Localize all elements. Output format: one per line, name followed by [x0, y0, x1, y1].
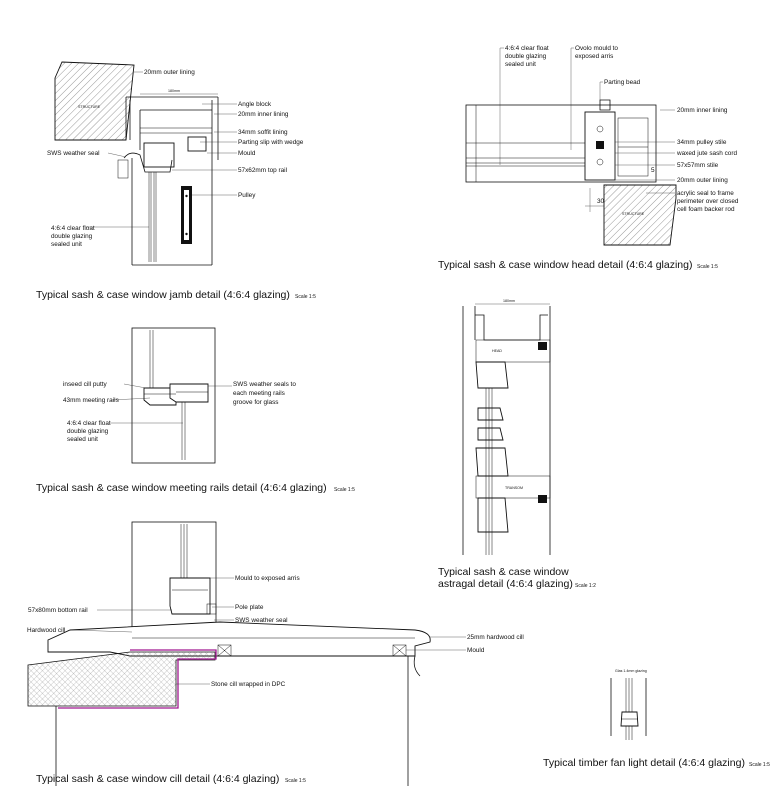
jamb-glass	[148, 172, 157, 262]
jamb-label-glazing-2: double glazing	[51, 233, 93, 240]
astragal-caption-1: Typical sash & case window	[438, 566, 569, 578]
head-label-inner-lining: 20mm inner lining	[677, 107, 728, 114]
jamb-leaders	[86, 71, 237, 228]
jamb-dim-top: 180mm	[168, 89, 180, 93]
head-label-acrylic-3: cell foam backer rod	[677, 206, 735, 213]
meeting-label-seals-3: groove for glass	[233, 399, 278, 406]
jamb-label-glazing-1: 4:6:4 clear float	[51, 225, 95, 232]
cill-label-25mm-cill: 25mm hardwood cill	[467, 634, 524, 641]
fanlight-detail: Glas 1.4mm glazing Typical timber fan li…	[543, 669, 770, 769]
fanlight-scale: Scale 1:5	[749, 762, 770, 768]
head-label-acrylic-1: acrylic seal to frame	[677, 190, 734, 197]
jamb-label-weather-seal: SWS weather seal	[47, 150, 100, 157]
stone-cill	[27, 651, 216, 707]
pulley-icon	[181, 186, 192, 244]
cill-label-mould: Mould	[467, 647, 485, 654]
head-label-glazing-3: sealed unit	[505, 61, 536, 68]
meeting-label-seals-2: each meeting rails	[233, 390, 285, 397]
jamb-label-top-rail: 57x62mm top rail	[238, 167, 287, 174]
jamb-scale: Scale 1:5	[295, 294, 316, 300]
cill-label-stone-cill: Stone cill wrapped in DPC	[211, 681, 286, 688]
astragal-dim-top: 180mm	[503, 299, 515, 303]
fanlight-caption: Typical timber fan light detail (4:6:4 g…	[543, 757, 745, 769]
cill-caption: Typical sash & case window cill detail (…	[36, 773, 279, 785]
jamb-structure-wall	[54, 61, 135, 141]
meeting-label-glazing-1: 4:6:4 clear float	[67, 420, 111, 427]
head-dim-5: 5	[651, 167, 655, 174]
fanlight-note: Glas 1.4mm glazing	[615, 669, 647, 673]
astragal-frame: HEAD TRANSOM	[475, 314, 551, 533]
meeting-rails-leaders	[110, 383, 232, 424]
meeting-scale: Scale 1:5	[334, 487, 355, 493]
head-label-glazing-1: 4:6:4 clear float	[505, 45, 549, 52]
head-label-stile: 57x57mm stile	[677, 162, 719, 169]
astragal-scale: Scale 1:2	[575, 583, 596, 589]
meeting-label-putty: inseed cill putty	[63, 381, 107, 388]
jamb-label-outer-lining: 20mm outer lining	[144, 69, 195, 76]
cill-label-hardwood-cill: Hardwood cill	[27, 627, 65, 634]
meeting-label-seals-1: SWS weather seals to	[233, 381, 296, 388]
head-label-glazing-2: double glazing	[505, 53, 547, 60]
head-leaders	[499, 47, 675, 194]
cill-leaders	[71, 577, 466, 685]
bottom-rail	[169, 577, 217, 615]
jamb-label-soffit-lining: 34mm soffit lining	[238, 129, 288, 136]
astragal-glass	[485, 388, 493, 555]
head-label-pulley-stile: 34mm pulley stile	[677, 139, 727, 146]
cill-label-pole-plate: Pole plate	[235, 604, 264, 611]
jamb-label-glazing-3: sealed unit	[51, 241, 82, 248]
cill-glass	[180, 524, 188, 578]
head-detail: STRUCTURE 30 5 4:6:4 clear float double …	[438, 45, 739, 271]
cill-label-bottom-rail: 57x80mm bottom rail	[28, 607, 88, 614]
head-structure	[603, 184, 677, 246]
cill-scale: Scale 1:5	[285, 778, 306, 784]
astragal-head-label: HEAD	[492, 349, 502, 353]
jamb-label-inner-lining: 20mm inner lining	[238, 111, 289, 118]
cill-label-ovolo: Mould to exposed arris	[235, 575, 300, 582]
head-structure-label: STRUCTURE	[622, 212, 645, 216]
cill-label-weather-seal: SWS weather seal	[235, 617, 288, 624]
jamb-structure-label: STRUCTURE	[78, 105, 101, 109]
astragal-transom-label: TRANSOM	[505, 486, 523, 490]
meeting-rails-glass	[149, 330, 186, 460]
cill-detail: Mould to exposed arris 57x80mm bottom ra…	[27, 521, 524, 786]
meeting-label-glazing-2: double glazing	[67, 428, 109, 435]
jamb-caption: Typical sash & case window jamb detail (…	[36, 289, 290, 301]
meeting-label-glazing-3: sealed unit	[67, 436, 98, 443]
head-label-sash-cord: waxed jute sash cord	[676, 150, 737, 157]
head-frame	[465, 99, 657, 183]
astragal-caption-2: astragal detail (4:6:4 glazing)	[438, 578, 573, 590]
jamb-label-angle-block: Angle block	[238, 101, 272, 108]
astragal-detail: 180mm HEAD TRANSOM Typical sash & case w…	[438, 299, 596, 590]
jamb-label-pulley: Pulley	[238, 192, 256, 199]
head-dim-30: 30	[597, 198, 605, 205]
jamb-label-mould: Mould	[238, 150, 256, 157]
hardwood-cill	[47, 621, 431, 657]
meeting-label-rails: 43mm meeting rails	[63, 397, 119, 404]
head-label-ovolo-1: Ovolo mould to	[575, 45, 618, 52]
jamb-label-parting-slip: Parting slip with wedge	[238, 139, 304, 146]
jamb-detail: STRUCTURE	[36, 61, 316, 301]
head-scale: Scale 1:5	[697, 264, 718, 270]
head-label-ovolo-2: exposed arris	[575, 53, 613, 60]
jamb-frame	[117, 96, 219, 266]
meeting-rails	[143, 383, 209, 406]
head-caption: Typical sash & case window head detail (…	[438, 259, 692, 271]
head-label-parting-bead: Parting bead	[604, 79, 641, 86]
meeting-rails-detail: inseed cill putty 43mm meeting rails SWS…	[36, 327, 355, 494]
head-label-acrylic-2: perimeter over closed	[677, 198, 739, 205]
meeting-caption: Typical sash & case window meeting rails…	[36, 482, 327, 494]
head-label-outer-lining: 20mm outer lining	[677, 177, 728, 184]
dpc-wrap	[58, 649, 217, 709]
